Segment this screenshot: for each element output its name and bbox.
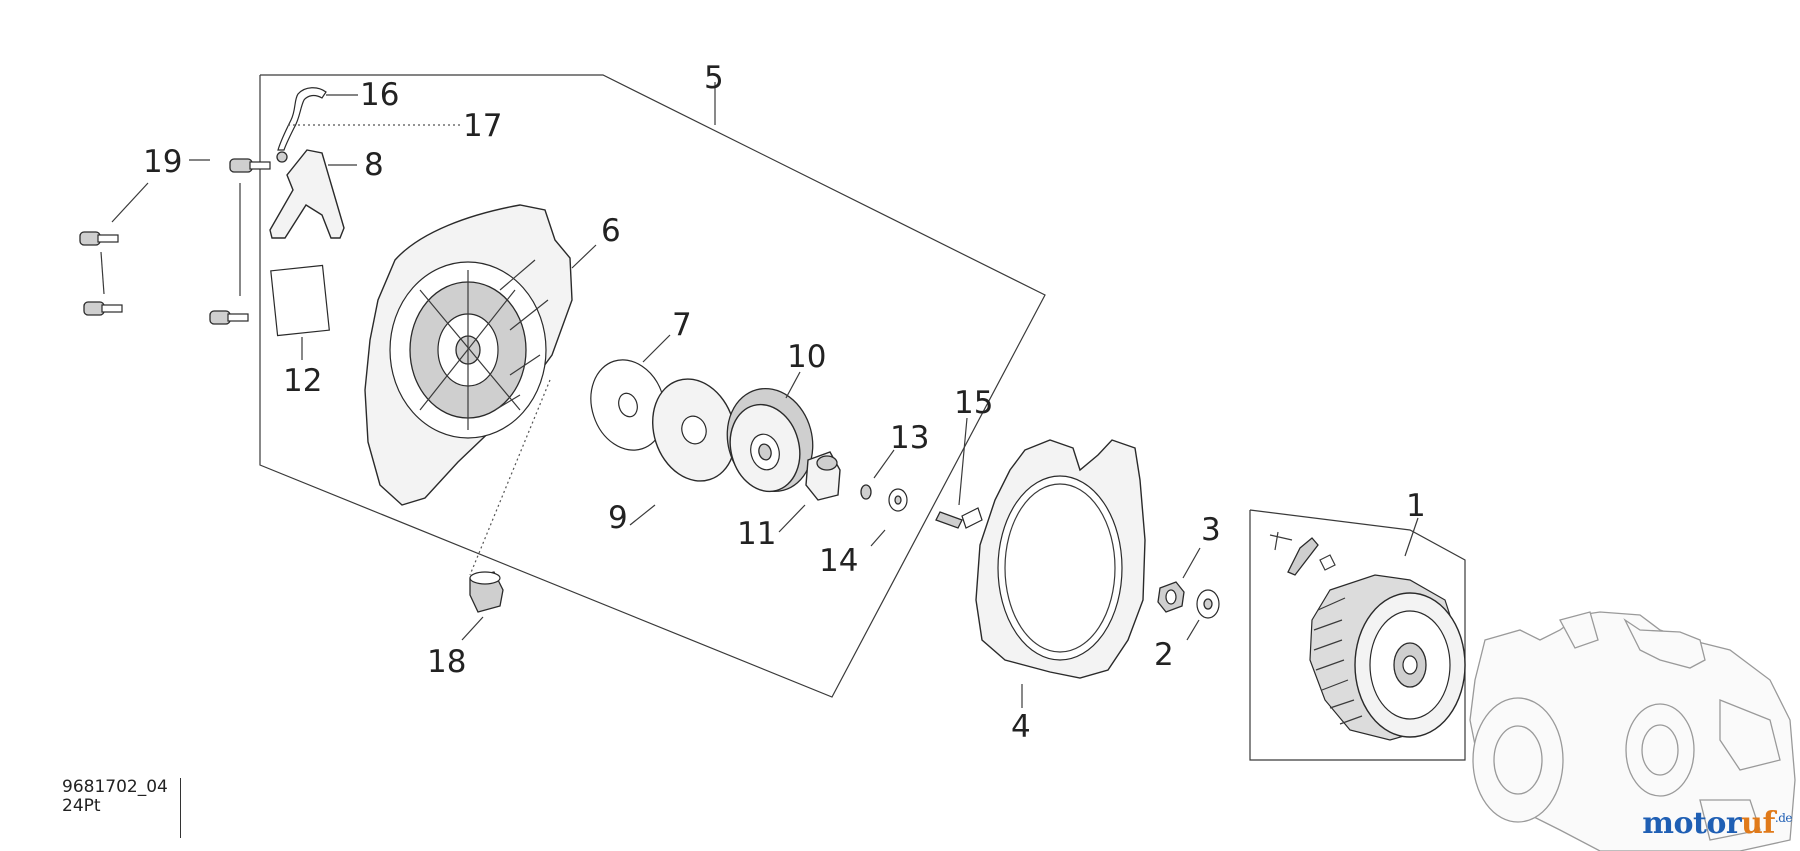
leader-13	[873, 449, 895, 479]
bolt-19-bottom	[209, 310, 249, 325]
leader-1	[1404, 517, 1419, 557]
drawing-code: 9681702_04	[62, 777, 168, 797]
part-10-pulley	[726, 387, 814, 493]
part-7-washer	[590, 359, 666, 451]
part-16-rope	[277, 87, 327, 151]
part-8-handle	[269, 149, 345, 239]
part-18-plug	[469, 571, 504, 613]
part-14-washer	[888, 488, 908, 512]
leader-7	[642, 334, 671, 363]
leader-10	[785, 371, 801, 399]
leader-14	[870, 529, 886, 547]
callout-6: 6	[601, 213, 621, 249]
callout-8: 8	[364, 147, 384, 183]
bolt-19-left-bottom	[83, 301, 123, 316]
leader-19-b	[111, 182, 149, 223]
part-11-pawl	[805, 451, 841, 501]
callout-7: 7	[672, 307, 692, 343]
callout-12: 12	[283, 363, 322, 399]
leader-9	[629, 504, 656, 526]
callout-11: 11	[737, 516, 776, 552]
leader-2	[1186, 619, 1200, 641]
assembly-5-boundary	[259, 74, 1046, 698]
callout-9: 9	[608, 500, 628, 536]
callout-5: 5	[704, 60, 724, 96]
callout-10: 10	[787, 339, 826, 375]
part-2-washer	[1196, 589, 1220, 619]
watermark-logo: motoruf.de	[1642, 806, 1792, 841]
part-17-ring	[276, 151, 288, 163]
bolt-19-left-top	[79, 231, 119, 246]
callout-16: 16	[360, 77, 399, 113]
watermark-part1: motor	[1642, 806, 1742, 841]
callout-2: 2	[1154, 637, 1174, 673]
bolt-axis-left	[100, 251, 105, 295]
leader-6	[571, 244, 597, 269]
watermark-part2: uf	[1741, 806, 1775, 841]
part-15-screw	[935, 507, 983, 529]
plug-axis	[469, 379, 551, 576]
leader-3	[1182, 547, 1201, 579]
part-13-washer	[860, 484, 872, 500]
callout-3: 3	[1201, 512, 1221, 548]
part-3-nut	[1157, 581, 1185, 613]
leader-18	[461, 616, 484, 641]
part-6-starter-housing	[364, 204, 573, 506]
drawing-code-box: 9681702_04 24Pt	[62, 778, 181, 838]
callout-19: 19	[143, 144, 182, 180]
crankcase-background	[1469, 611, 1796, 851]
callout-17: 17	[463, 108, 502, 144]
callout-1: 1	[1406, 488, 1426, 524]
part-12-decal	[270, 264, 330, 337]
leader-11	[778, 504, 806, 533]
part-1-flywheel	[1269, 531, 1466, 741]
callout-18: 18	[427, 644, 466, 680]
leader-15	[958, 417, 968, 506]
callout-15: 15	[954, 385, 993, 421]
callout-14: 14	[819, 543, 858, 579]
part-4-cover-plate	[975, 439, 1146, 679]
drawing-subcode: 24Pt	[62, 796, 101, 816]
watermark-tld: .de	[1774, 811, 1793, 825]
callout-13: 13	[890, 420, 929, 456]
bolt-19-top	[229, 158, 271, 173]
callout-4: 4	[1011, 709, 1031, 745]
